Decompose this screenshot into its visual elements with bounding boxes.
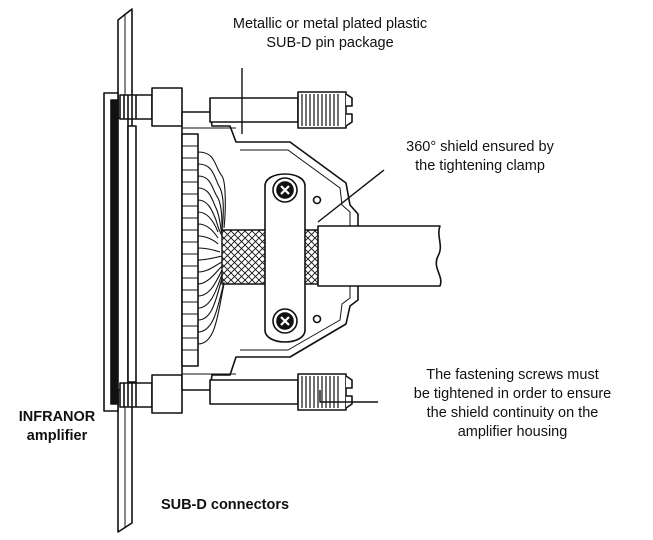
diagram-caption: SUB-D connectors xyxy=(160,497,290,513)
shield-label: 360° shield ensured by the tightening cl… xyxy=(355,138,605,176)
bottom-screw-standoff xyxy=(119,374,183,414)
top-screw-standoff xyxy=(119,87,183,127)
pin-package-label: Metallic or metal plated plastic SUB-D p… xyxy=(185,15,475,53)
shield-label-line1: 360° shield ensured by xyxy=(406,139,554,155)
pin-package-label-line2: SUB-D pin package xyxy=(266,35,394,51)
tightening-clamp xyxy=(264,173,322,343)
shield-label-line2: the tightening clamp xyxy=(415,158,545,174)
screws-label-line2: be tightened in order to ensure xyxy=(413,386,612,402)
top-fastening-screw xyxy=(209,91,353,129)
pin-block xyxy=(181,133,199,367)
screws-label-line1: The fastening screws must xyxy=(426,367,599,383)
amplifier-label-line2: amplifier xyxy=(26,428,88,444)
amplifier-label-line1: INFRANOR xyxy=(18,409,96,425)
leader-lines xyxy=(241,68,385,403)
bottom-fastening-screw xyxy=(209,373,353,411)
screws-label-line4: amplifier housing xyxy=(457,424,568,440)
screws-label-line3: the shield continuity on the xyxy=(426,405,599,421)
leader-line-shield xyxy=(317,169,385,223)
pin-package-label-line1: Metallic or metal plated plastic xyxy=(232,16,428,32)
pin-wires xyxy=(197,151,226,345)
amplifier-label: INFRANOR amplifier xyxy=(2,408,112,446)
cable-jacket xyxy=(317,225,442,287)
connector-base-plate xyxy=(103,92,137,412)
screws-label: The fastening screws must be tightened i… xyxy=(380,366,645,442)
leader-line-screws xyxy=(319,390,378,403)
